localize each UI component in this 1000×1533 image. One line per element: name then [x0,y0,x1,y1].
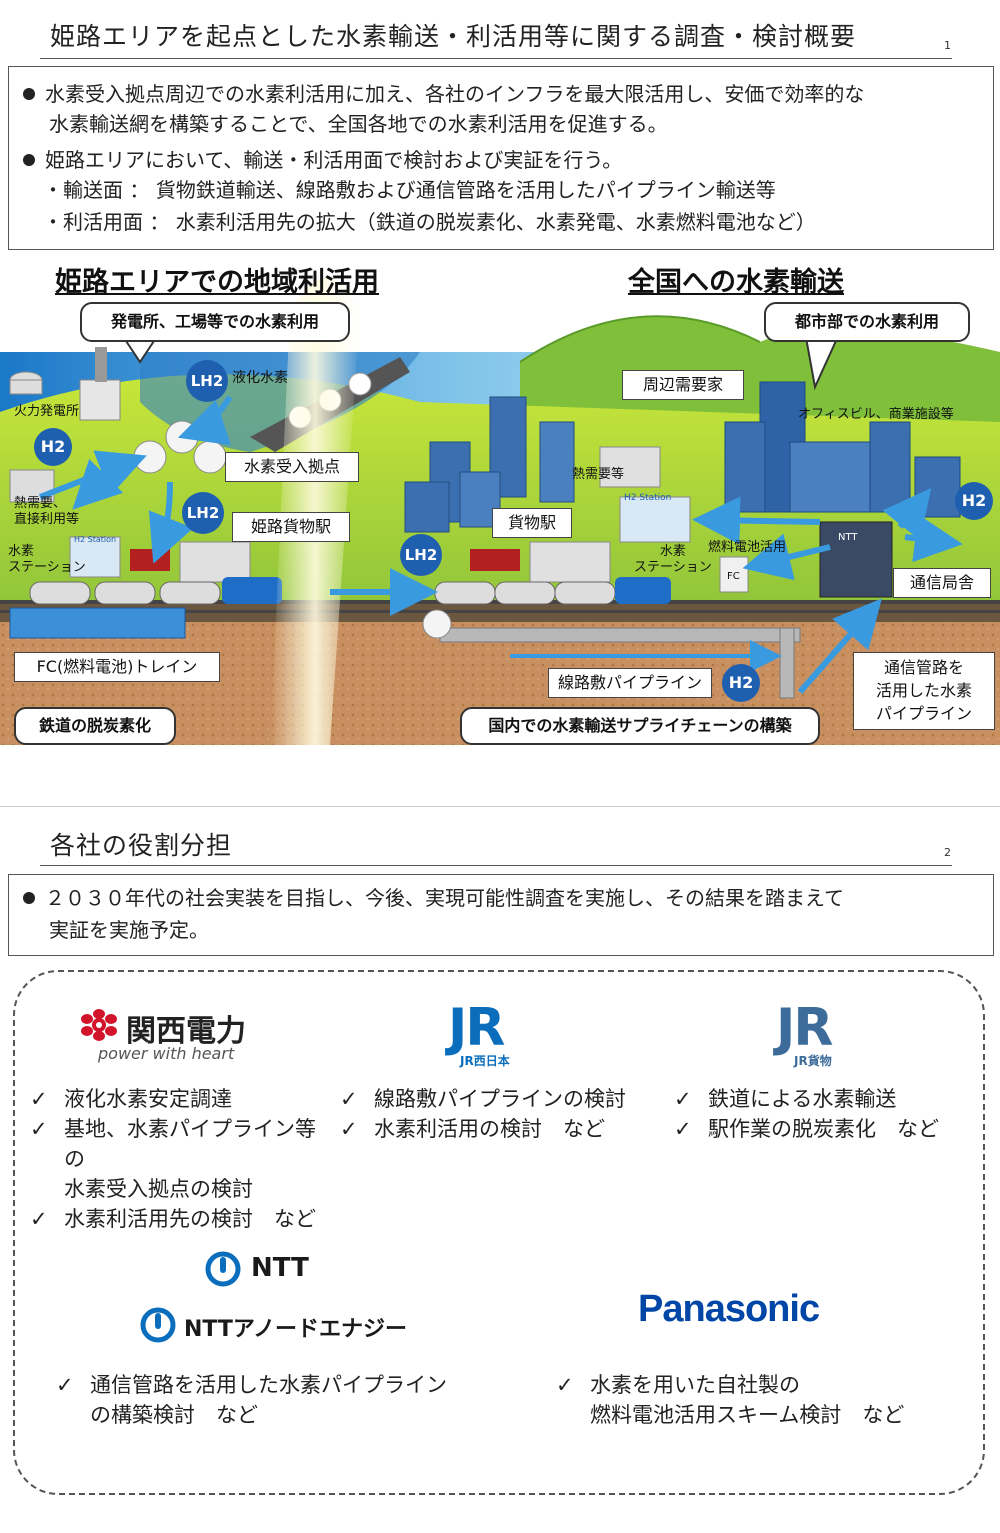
ntt-name: NTT [251,1253,309,1283]
list-item: ✓鉄道による水素輸送 [674,1084,974,1114]
label-himeji-freight-station: 姫路貨物駅 [232,512,350,542]
callout-power-plant: 発電所、工場等での水素利用 [80,302,350,342]
ntt-mark-icon [205,1251,241,1287]
jr-freight-mark: JR [776,998,833,1058]
h2-badge-icon: H2 [34,428,72,466]
summary-sub-transport: ・輸送面 ： 貨物鉄道輸送、線路敷および通信管路を活用したパイプライン輸送等 [43,178,776,202]
list-item-continuation: 水素受入拠点の検討 [64,1177,253,1201]
label-conduit-pipeline: 通信管路を 活用した水素 パイプライン [853,652,995,730]
lh2-badge-icon: LH2 [400,534,442,576]
check-icon: ✓ [340,1087,358,1111]
list-item: ✓基地、水素パイプライン等の [30,1114,330,1174]
ntt-logo: NTT [205,1251,325,1291]
panasonic-logo: Panasonic [638,1288,868,1338]
jr-freight-logo: JR JR貨物 [776,998,866,1068]
label-telecom-office: 通信局舎 [893,568,991,598]
callout-urban-use: 都市部での水素利用 [764,302,970,342]
label-thermal-plant: 火力発電所 [14,404,80,419]
ntt-anode-energy-logo: NTTアノードエナジー [140,1307,407,1347]
label-track-pipeline: 線路敷パイプライン [548,668,712,698]
list-item: ✓水素を用いた自社製の [556,1370,976,1400]
kansai-flower-icon [81,1009,117,1041]
jr-freight-sub: JR貨物 [794,1054,832,1068]
slide1-page-number: 1 [944,39,951,52]
slide2-title-rule [40,865,952,866]
summary-bullet-1: 水素受入拠点周辺での水素利活用に加え、各社のインフラを最大限活用し、安価で効率的… [23,79,864,109]
kansai-tagline: power with heart [98,1044,235,1063]
label-heat-demand-right: 熱需要等 [572,467,625,482]
slide-separator [0,806,1000,807]
ntt-mark-icon [140,1307,176,1343]
jr-west-sub: JR西日本 [460,1054,510,1068]
company-roles-frame [13,970,985,1495]
list-item: ✓駅作業の脱炭素化 など [674,1114,974,1144]
jr-west-mark: JR [448,998,505,1058]
summary-bullet-1-cont: 水素輸送網を構築することで、全国各地での水素利活用を促進する。 [49,112,668,136]
check-icon: ✓ [556,1373,574,1397]
slide1-title-rule [40,58,952,59]
slide2-title: 各社の役割分担 [50,831,233,860]
kansai-electric-logo: 関西電力 power with heart [80,1006,260,1066]
ntt-sign: NTT [838,532,858,543]
slide2-bullet-cont: 実証を実施予定。 [49,918,209,942]
jr-west-logo: JR JR西日本 [448,998,538,1068]
list-item: ✓水素利活用の検討 など [340,1114,660,1144]
summary-bullet-2: 姫路エリアにおいて、輸送・利活用面で検討および実証を行う。 [23,145,622,175]
ntt-role-list: ✓通信管路を活用した水素パイプライン の構築検討 など [56,1370,496,1430]
check-icon: ✓ [30,1087,48,1111]
check-icon: ✓ [30,1117,48,1141]
hydrogen-network-illustration: 姫路エリアでの地域利活用 全国への水素輸送 発電所、工場等での水素利用 都市部で… [0,252,1000,745]
label-liquid-hydrogen: 液化水素 [232,370,288,386]
slide1-title: 姫路エリアを起点とした水素輸送・利活用等に関する調査・検討概要 [50,22,857,51]
label-receiving-base: 水素受入拠点 [225,452,359,482]
h2-badge-icon: H2 [955,482,993,520]
check-icon: ✓ [56,1373,74,1397]
list-item: ✓水素利活用先の検討 など [30,1204,330,1234]
slide2-summary-box: ２０３０年代の社会実装を目指し、今後、実現可能性調査を実施し、その結果を踏まえて… [8,874,994,956]
label-nearby-demand: 周辺需要家 [622,370,744,400]
label-h2-station-right: 水素 ステーション [634,544,712,575]
label-office-buildings: オフィスビル、商業施設等 [798,407,954,422]
list-item: ✓通信管路を活用した水素パイプライン [56,1370,496,1400]
label-freight-station: 貨物駅 [492,508,572,538]
lh2-badge-icon: LH2 [186,360,228,402]
label-fuel-cell-use: 燃料電池活用 [708,540,787,555]
check-icon: ✓ [340,1117,358,1141]
left-section-heading: 姫路エリアでの地域利活用 [55,267,379,298]
label-h2-station-left: 水素 ステーション [8,544,86,575]
list-item: ✓線路敷パイプラインの検討 [340,1084,660,1114]
callout-supply-chain: 国内での水素輸送サプライチェーンの構築 [460,707,820,745]
check-icon: ✓ [674,1087,692,1111]
label-heat-demand-left: 熱需要、 直接利用等 [14,496,80,527]
kansai-name: 関西電力 [126,1014,246,1049]
bullet-dot [23,153,35,166]
panasonic-name: Panasonic [638,1288,820,1330]
slide1-summary-box: 水素受入拠点周辺での水素利活用に加え、各社のインフラを最大限活用し、安価で効率的… [8,66,994,250]
callout-rail-decarbonization: 鉄道の脱炭素化 [14,707,176,745]
bullet-dot [23,891,35,904]
kansai-role-list: ✓液化水素安定調達 ✓基地、水素パイプライン等の 水素受入拠点の検討 ✓水素利活… [30,1084,330,1234]
list-item-continuation: 燃料電池活用スキーム検討 など [590,1403,905,1427]
label-fc-train: FC(燃料電池)トレイン [14,652,220,682]
h2-badge-icon: H2 [722,664,760,702]
slide2-bullet: ２０３０年代の社会実装を目指し、今後、実現可能性調査を実施し、その結果を踏まえて [23,883,844,913]
check-icon: ✓ [30,1207,48,1231]
check-icon: ✓ [674,1117,692,1141]
slide2-page-number: 2 [944,846,951,859]
h2-station-sign-left: H2 Station [74,535,117,544]
bullet-dot [23,87,35,100]
lh2-badge-icon: LH2 [182,492,224,534]
fc-box-label: FC [727,571,740,582]
jr-west-role-list: ✓線路敷パイプラインの検討 ✓水素利活用の検討 など [340,1084,660,1144]
list-item-continuation: の構築検討 など [90,1403,258,1427]
ntt-anode-name: NTTアノードエナジー [184,1317,407,1342]
jr-freight-role-list: ✓鉄道による水素輸送 ✓駅作業の脱炭素化 など [674,1084,974,1144]
summary-sub-utilization: ・利活用面 ： 水素利活用先の拡大（鉄道の脱炭素化、水素発電、水素燃料電池など） [43,210,816,234]
h2-station-sign-right: H2 Station [624,493,672,503]
panasonic-role-list: ✓水素を用いた自社製の 燃料電池活用スキーム検討 など [556,1370,976,1430]
right-section-heading: 全国への水素輸送 [628,267,844,298]
list-item: ✓液化水素安定調達 [30,1084,330,1114]
